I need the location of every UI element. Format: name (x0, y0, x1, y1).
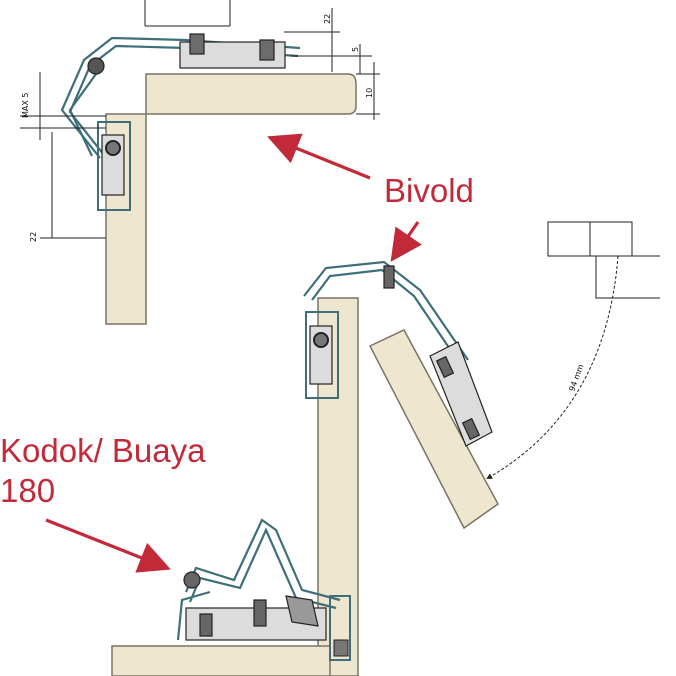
dim-label-5: 5 (351, 47, 360, 52)
middle-hinge-assembly: 94 mm (303, 221, 660, 676)
dim-label-22-left: 22 (29, 232, 38, 242)
dim-label-22-top: 22 (323, 14, 332, 24)
kodok-buaya-label: Kodok/ Buaya (0, 432, 206, 469)
middle-hinge-cup (383, 265, 493, 447)
top-horizontal-panel (145, 73, 357, 115)
arrow-to-top-panel (267, 133, 371, 180)
arrow-to-kodok-hinge (45, 518, 171, 573)
tilted-door-panel (368, 329, 499, 530)
kodok-180-label: 180 (0, 472, 56, 509)
bottom-hinge-body (183, 571, 327, 641)
arc-label: 94 mm (567, 363, 585, 393)
top-dimension-lines (20, 0, 380, 239)
dim-label-10: 10 (365, 88, 374, 98)
middle-hinge-arm (303, 260, 469, 365)
arrow-to-bivold-hinge (390, 221, 422, 262)
bottom-horizontal-panel (111, 645, 331, 676)
reference-boxes (547, 221, 660, 299)
bottom-mounting-plate (329, 595, 351, 661)
bottom-hinge-assembly (111, 518, 351, 676)
top-hinge-cup-plate (87, 33, 286, 75)
bivold-label: Bivold (384, 172, 474, 209)
middle-mounting-plate (305, 311, 339, 399)
opening-arc (486, 255, 619, 479)
dim-label-max5: MAX 5 (21, 93, 30, 119)
top-mounting-plate (97, 121, 131, 211)
top-left-hinge-assembly: MAX 5 22 22 5 10 (20, 0, 380, 325)
